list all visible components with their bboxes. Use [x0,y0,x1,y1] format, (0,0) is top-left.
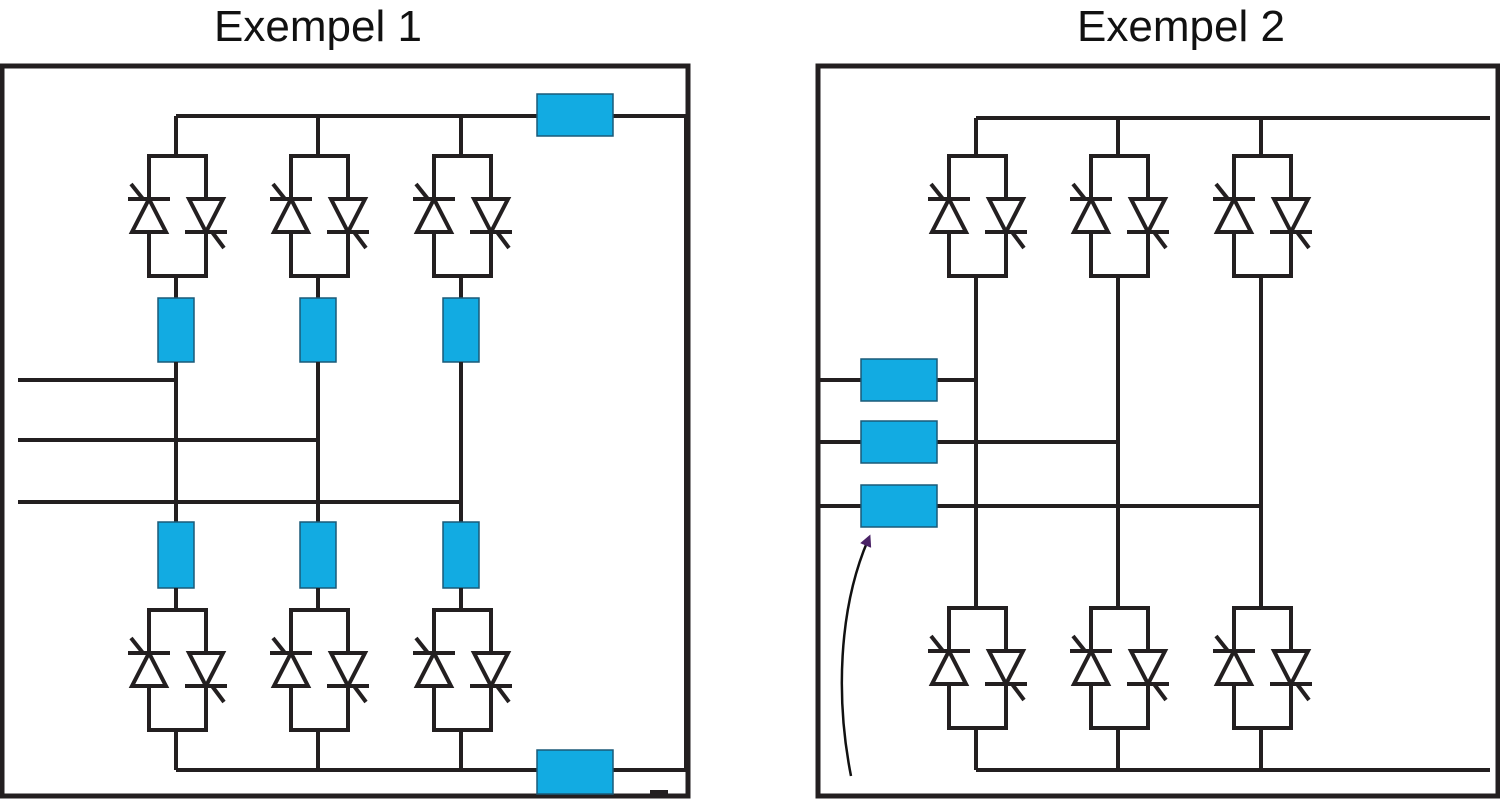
thyristor-pair-top-2 [268,154,371,278]
dc-element-top [536,93,614,137]
thyristor-pair-bottom-1 [926,606,1029,730]
curved-arrow-icon [840,534,872,777]
dc-element-bottom [536,749,614,795]
series-element-top-1 [157,297,195,363]
series-element-bottom-2 [299,521,337,589]
panel-2-frame [815,63,1500,799]
series-element-top-3 [442,297,480,363]
thyristor-pair-top-3 [411,154,514,278]
thyristor-pair-bottom-3 [411,608,514,732]
series-element-top-2 [299,297,337,363]
thyristor-pair-top-2 [1068,154,1171,278]
thyristor-pair-bottom-2 [268,608,371,732]
thyristor-pair-top-1 [926,154,1029,278]
example-2-title: Exempel 2 [1077,2,1285,51]
example-1-title: Exempel 1 [214,2,422,51]
series-element-bottom-3 [442,521,480,589]
example-2-panel [815,63,1500,799]
thyristor-pair-bottom-2 [1068,606,1171,730]
series-element-bottom-1 [157,521,195,589]
thyristor-pair-top-3 [1211,154,1314,278]
input-element-1 [860,358,938,402]
thyristor-pair-bottom-1 [126,608,229,732]
example-1-panel [0,63,691,799]
thyristor-pair-top-1 [126,154,229,278]
input-element-2 [860,420,938,464]
thyristor-pair-bottom-3 [1211,606,1314,730]
input-element-3 [860,484,938,528]
